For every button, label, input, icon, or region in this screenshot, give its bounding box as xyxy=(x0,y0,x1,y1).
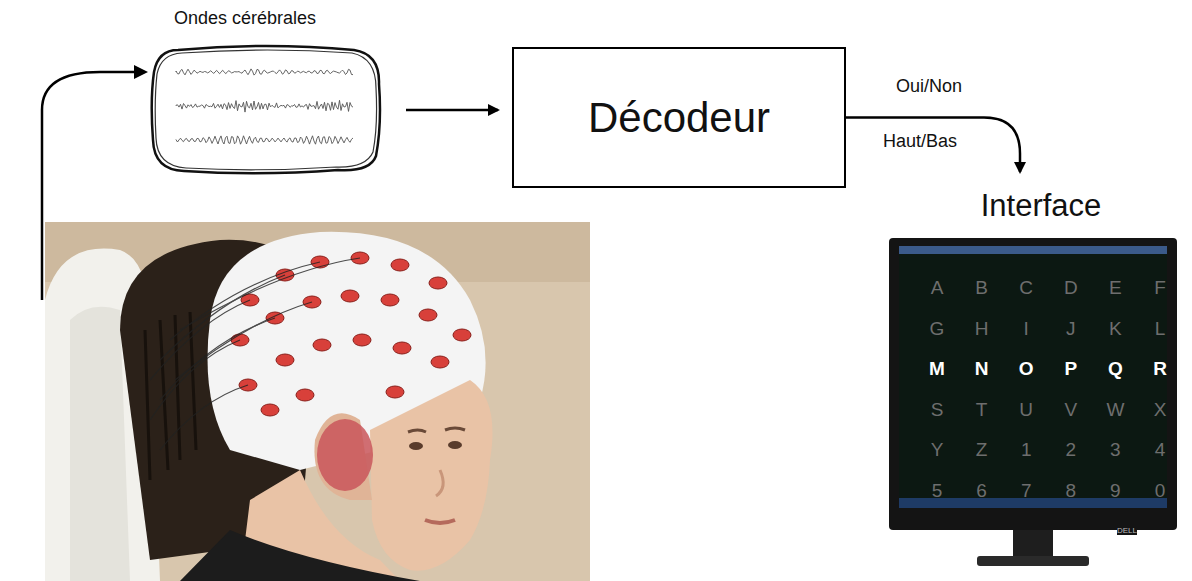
monitor-stand xyxy=(1013,530,1053,558)
speller-cell: E xyxy=(1100,277,1130,299)
speller-cell: 5 xyxy=(922,480,952,502)
speller-cell: T xyxy=(967,399,997,421)
speller-cell: 4 xyxy=(1145,439,1175,461)
connector xyxy=(406,109,498,112)
eeg-trace xyxy=(176,69,353,75)
speller-cell: 9 xyxy=(1100,480,1130,502)
speller-cell: 0 xyxy=(1145,480,1175,502)
connector xyxy=(846,118,1020,173)
speller-cell: U xyxy=(1011,399,1041,421)
brand-logo: DELL xyxy=(1117,526,1137,535)
process-box: Décodeur xyxy=(512,47,846,188)
speller-cell: C xyxy=(1011,277,1041,299)
speller-cell: H xyxy=(967,318,997,340)
blob-outline xyxy=(152,46,380,173)
eeg-photo xyxy=(45,222,590,581)
eeg-trace xyxy=(176,136,353,144)
speller-cell: 1 xyxy=(1011,439,1041,461)
eeg-trace xyxy=(176,100,353,112)
edge-label: Oui/Non xyxy=(896,76,962,97)
blob-outline xyxy=(155,50,376,170)
speller-cell: N xyxy=(967,358,997,380)
speller-cell: R xyxy=(1145,358,1175,380)
speller-cell: F xyxy=(1145,277,1175,299)
speller-cell: J xyxy=(1056,318,1086,340)
speller-cell: V xyxy=(1056,399,1086,421)
speller-cell: X xyxy=(1145,399,1175,421)
speller-cell: I xyxy=(1011,318,1041,340)
speller-cell: A xyxy=(922,277,952,299)
speller-cell: K xyxy=(1100,318,1130,340)
feedback-arrow xyxy=(42,72,136,300)
node-title: Interface xyxy=(885,186,1192,226)
monitor-screen xyxy=(899,246,1167,508)
speller-cell: P xyxy=(1056,358,1086,380)
speller-cell: O xyxy=(1011,358,1041,380)
speller-cell: G xyxy=(922,318,952,340)
speller-cell: Z xyxy=(967,439,997,461)
speller-cell: 7 xyxy=(1011,480,1041,502)
arrow-head xyxy=(134,65,148,79)
speller-cell: W xyxy=(1100,399,1130,421)
brain-wave-blob: Ondes cérébrales xyxy=(148,6,384,176)
title-bar xyxy=(899,246,1167,254)
speller-cell: L xyxy=(1145,318,1175,340)
monitor-base xyxy=(977,556,1089,566)
node-title: Ondes cérébrales xyxy=(174,6,384,30)
edge-label: Haut/Bas xyxy=(883,131,957,152)
speller-cell: 3 xyxy=(1100,439,1130,461)
speller-cell: Q xyxy=(1100,358,1130,380)
node-title: Décodeur xyxy=(588,94,770,142)
speller-cell: B xyxy=(967,277,997,299)
speller-cell: S xyxy=(922,399,952,421)
speller-cell: 2 xyxy=(1056,439,1086,461)
monitor-bezel xyxy=(889,238,1177,530)
speller-cell: Y xyxy=(922,439,952,461)
speller-cell: M xyxy=(922,358,952,380)
speller-cell: D xyxy=(1056,277,1086,299)
speller-cell: 6 xyxy=(967,480,997,502)
wave-blob xyxy=(148,44,384,176)
speller-cell: 8 xyxy=(1056,480,1086,502)
